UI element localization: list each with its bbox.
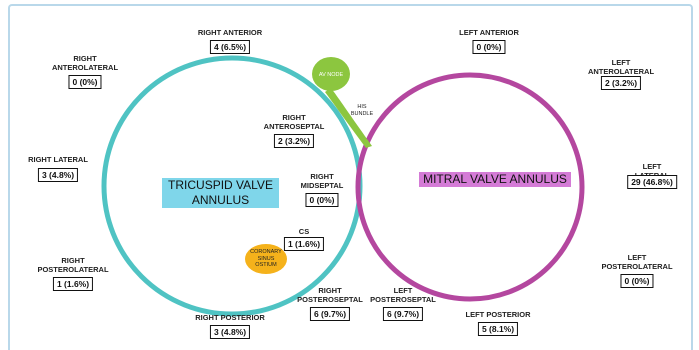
right-posteroseptal-value: 6 (9.7%) <box>309 307 351 321</box>
tricuspid-valve-annulus-label: TRICUSPID VALVE ANNULUS <box>162 178 279 208</box>
left-anterolateral-value: 2 (3.2%) <box>600 76 642 90</box>
left-anterolateral-label: LEFT ANTEROLATERAL <box>587 58 655 76</box>
right-midseptal-value: 0 (0%) <box>305 193 339 207</box>
left-anterior-label: LEFT ANTERIOR <box>459 28 519 37</box>
right-lateral-label: RIGHT LATERAL <box>28 155 88 164</box>
left-posterolateral-value: 0 (0%) <box>620 274 654 288</box>
right-anterior-label: RIGHT ANTERIOR <box>197 28 263 37</box>
left-anterior-value: 0 (0%) <box>472 40 506 54</box>
av-node-label: AV NODE <box>318 72 344 78</box>
right-lateral-value: 3 (4.8%) <box>37 168 79 182</box>
coronary-sinus-ostium-label: CORONARY SINUS OSTIUM <box>250 249 282 268</box>
cs-label: CS <box>298 227 310 236</box>
left-posteroseptal-value: 6 (9.7%) <box>382 307 424 321</box>
right-anterolateral-value: 0 (0%) <box>68 75 102 89</box>
left-posterior-value: 5 (8.1%) <box>477 322 519 336</box>
av-node-shape <box>312 57 350 91</box>
right-anteroseptal-label: RIGHT ANTEROSEPTAL <box>263 113 325 131</box>
mitral-valve-annulus-label: MITRAL VALVE ANNULUS <box>419 172 571 187</box>
left-posterolateral-label: LEFT POSTEROLATERAL <box>601 253 673 271</box>
coronary-sinus-ostium-shape <box>245 244 287 274</box>
his-bundle-shape <box>325 88 372 148</box>
left-posteroseptal-label: LEFT POSTEROSEPTAL <box>370 286 436 304</box>
mitral-annulus-ring <box>355 72 585 302</box>
right-posterolateral-label: RIGHT POSTEROLATERAL <box>37 256 109 274</box>
right-posterior-value: 3 (4.8%) <box>209 325 251 339</box>
right-anterior-value: 4 (6.5%) <box>209 40 251 54</box>
left-lateral-value: 29 (46.8%) <box>627 175 677 189</box>
right-posterolateral-value: 1 (1.6%) <box>52 277 94 291</box>
right-anterolateral-label: RIGHT ANTEROLATERAL <box>51 54 119 72</box>
his-bundle-label: HIS BUNDLE <box>350 104 374 117</box>
left-posterior-label: LEFT POSTERIOR <box>465 310 531 319</box>
cs-value: 1 (1.6%) <box>283 237 325 251</box>
right-anteroseptal-value: 2 (3.2%) <box>273 134 315 148</box>
right-midseptal-label: RIGHT MIDSEPTAL <box>300 172 344 190</box>
figure-frame <box>8 4 693 350</box>
right-posterior-label: RIGHT POSTERIOR <box>195 313 265 322</box>
right-posteroseptal-label: RIGHT POSTEROSEPTAL <box>297 286 363 304</box>
